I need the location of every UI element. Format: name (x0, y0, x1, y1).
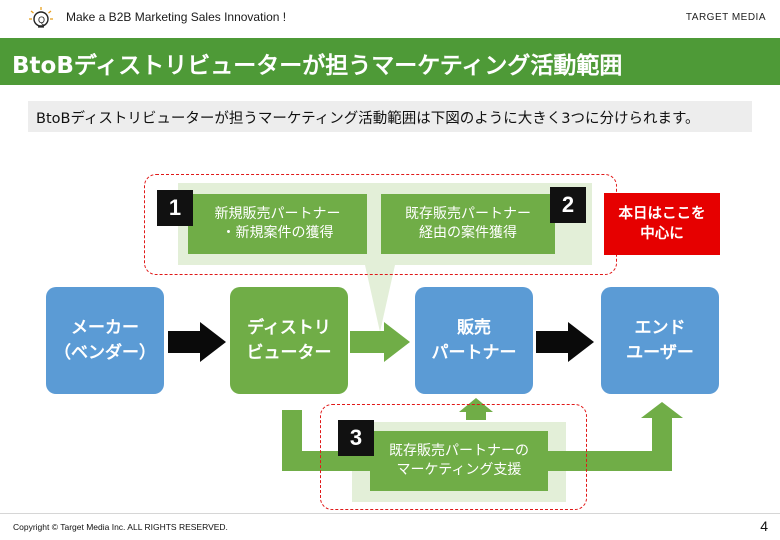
activity-marketing-support: 既存販売パートナーの マーケティング支援 (370, 431, 548, 491)
title-bar: BtoBディストリビューターが担うマーケティング活動範囲 (0, 38, 780, 85)
node-sales-partner: 販売 パートナー (415, 287, 533, 394)
dashed-group-top (144, 174, 617, 275)
page-title: BtoBディストリビューターが担うマーケティング活動範囲 (12, 53, 623, 79)
brand-logo: TARGET MEDIA (685, 12, 766, 23)
number-badge-2: 2 (550, 187, 586, 223)
node-distributor: ディストリ ビューター (230, 287, 348, 394)
dashed-group-bottom (320, 404, 587, 510)
callout-pointer (365, 265, 395, 332)
arrow-maker-distributor (168, 322, 226, 362)
page-number: 4 (760, 518, 768, 534)
intro-text: BtoBディストリビューターが担うマーケティング活動範囲は下図のように大きく3つ… (36, 111, 700, 127)
copyright-text: Copyright © Target Media Inc. ALL RIGHTS… (13, 522, 228, 532)
node-maker: メーカー （ベンダー） (46, 287, 164, 394)
activity-new-partner: 新規販売パートナー ・新規案件の獲得 (188, 194, 367, 254)
arrow-support-partner (459, 398, 493, 420)
header-bar: Q Make a B2B Marketing Sales Innovation … (0, 0, 780, 36)
header-tagline: Make a B2B Marketing Sales Innovation ! (66, 10, 287, 24)
arrow-distributor-partner (350, 322, 410, 362)
footer-divider (0, 513, 780, 514)
number-badge-1: 1 (157, 190, 193, 226)
intro-box: BtoBディストリビューターが担うマーケティング活動範囲は下図のように大きく3つ… (28, 101, 752, 132)
arrow-partner-enduser (536, 322, 594, 362)
number-badge-3: 3 (338, 420, 374, 456)
activity-existing-partner: 既存販売パートナー 経由の案件獲得 (381, 194, 555, 254)
node-end-user: エンド ユーザー (601, 287, 719, 394)
focus-label: 本日はここを 中心に (604, 193, 720, 255)
svg-text:Q: Q (38, 15, 45, 25)
lightbulb-logo-icon: Q (29, 7, 53, 28)
